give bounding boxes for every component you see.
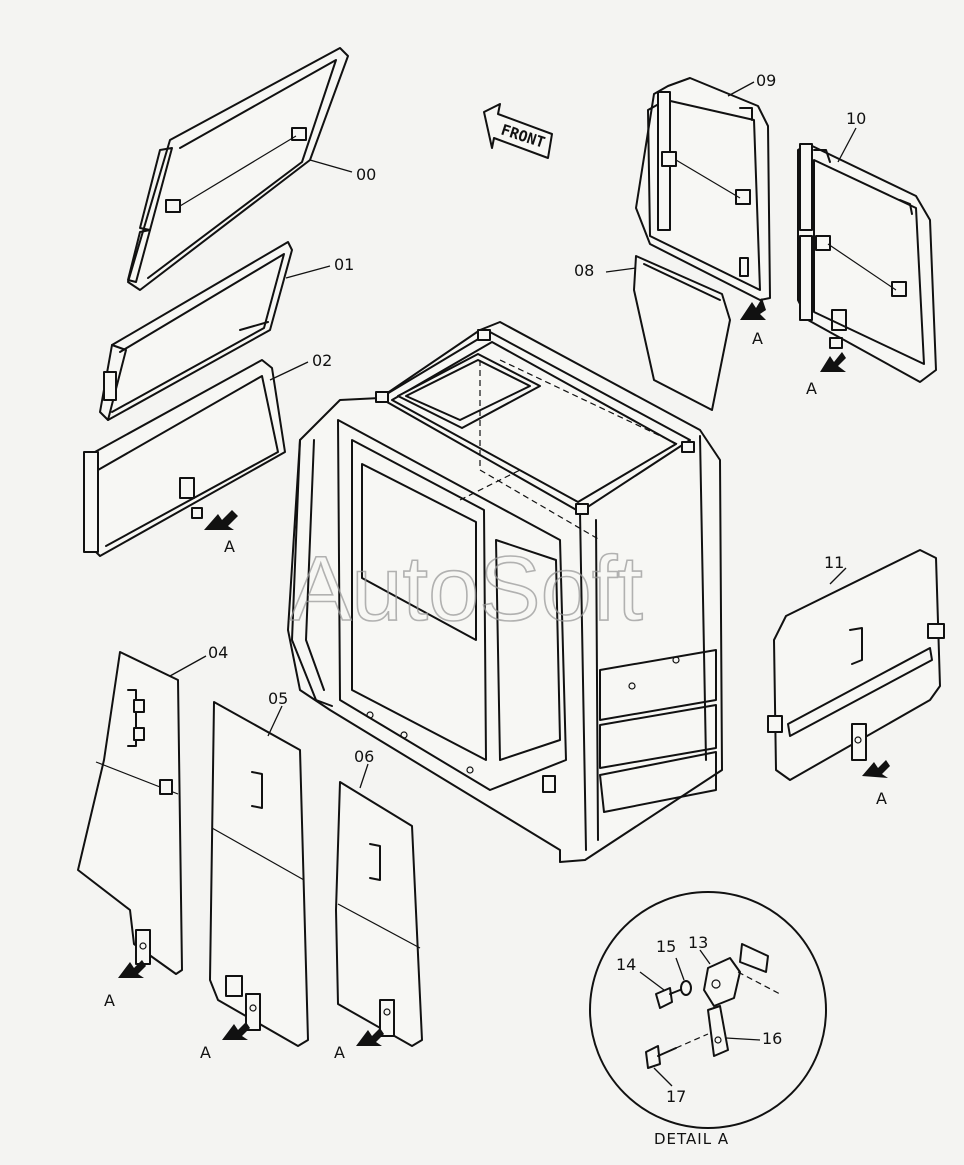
label-08: 08: [574, 261, 594, 280]
arrow-a-06: A: [334, 1043, 345, 1062]
detail-a: 13 14 15 16 17 DETAIL A: [589, 891, 827, 1148]
label-11: 11: [824, 553, 844, 572]
panel-04: 04 A: [77, 643, 228, 1010]
panel-06: 06 A: [334, 747, 423, 1062]
label-02: 02: [312, 351, 332, 370]
detail-a-circle: [589, 891, 827, 1129]
label-00: 00: [356, 165, 376, 184]
label-16: 16: [762, 1029, 782, 1048]
label-01: 01: [334, 255, 354, 274]
arrow-a-05: A: [200, 1043, 211, 1062]
panel-08: 08: [574, 255, 731, 411]
front-arrow: FRONT: [483, 103, 553, 159]
arrow-a-09: A: [752, 329, 763, 348]
detail-a-title: DETAIL A: [654, 1130, 729, 1148]
arrow-a-11: A: [876, 789, 887, 808]
label-17: 17: [666, 1087, 686, 1106]
panel-02: 02 A: [83, 351, 332, 557]
label-04: 04: [208, 643, 228, 662]
arrow-a-02: A: [224, 537, 235, 556]
watermark: AutoSoft: [290, 538, 643, 640]
arrow-a-10: A: [806, 379, 817, 398]
panel-00: 00: [127, 47, 376, 291]
label-10: 10: [846, 109, 866, 128]
panel-01: 01: [99, 241, 354, 421]
panel-05: 05 A: [200, 689, 309, 1062]
label-09: 09: [756, 71, 776, 90]
panel-11: 11 A: [767, 549, 945, 808]
cab-assembly: [287, 321, 723, 863]
panel-10: 10 A: [797, 109, 937, 398]
label-15: 15: [656, 937, 676, 956]
arrow-a-04: A: [104, 991, 115, 1010]
label-06: 06: [354, 747, 374, 766]
panel-09: 09 A: [635, 71, 776, 348]
label-14: 14: [616, 955, 636, 974]
label-05: 05: [268, 689, 288, 708]
label-13: 13: [688, 933, 708, 952]
